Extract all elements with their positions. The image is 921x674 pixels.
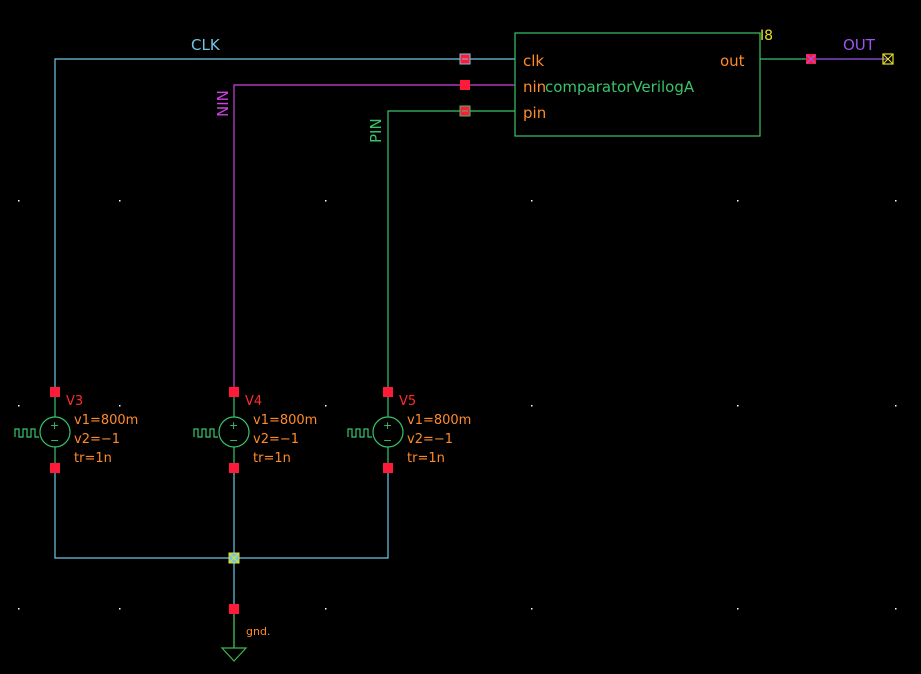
source-v4-tr: tr=1n	[253, 451, 291, 466]
pulse-waveform-icon	[14, 428, 39, 438]
instance-name-label: I8	[760, 28, 773, 44]
source-v5[interactable]: + − V5 v1=800m v2=−1 tr=1n	[347, 387, 471, 473]
source-v3-plus-sign: +	[50, 419, 59, 432]
out-terminal[interactable]	[882, 53, 894, 65]
source-v5-plus-sign: +	[383, 419, 392, 432]
source-v4-plus-sign: +	[229, 419, 238, 432]
grid-dot	[895, 200, 897, 202]
grid-dot	[895, 608, 897, 610]
grid-dot	[895, 405, 897, 407]
grid-dot	[119, 200, 121, 202]
pulse-waveform-icon	[347, 428, 372, 438]
source-v5-v1: v1=800m	[407, 413, 471, 428]
ground-bus-junction[interactable]	[228, 552, 240, 564]
net-clk-wire[interactable]	[54, 58, 515, 392]
ground-bus-wire[interactable]	[54, 468, 389, 648]
source-v3-tr: tr=1n	[74, 451, 112, 466]
grid-dot	[325, 608, 327, 610]
grid-dot	[119, 405, 121, 407]
source-v4-v2: v2=−1	[253, 432, 299, 447]
instance-pin-nin[interactable]	[460, 80, 470, 90]
ground-symbol[interactable]: gnd.	[220, 604, 270, 662]
source-v5-name: V5	[399, 394, 416, 409]
instance-pin-pin[interactable]	[459, 105, 471, 117]
source-v4-minus-sign: −	[229, 434, 238, 447]
net-label-nin: NIN	[214, 90, 232, 117]
net-label-clk: CLK	[191, 36, 221, 54]
grid-dot	[325, 200, 327, 202]
grid-dot	[531, 405, 533, 407]
grid-dots	[18, 200, 897, 610]
source-v4-v1: v1=800m	[253, 413, 317, 428]
grid-dot	[18, 405, 20, 407]
source-v3[interactable]: + − V3 v1=800m v2=−1 tr=1n	[14, 387, 138, 473]
source-v5-tr: tr=1n	[407, 451, 445, 466]
grid-dot	[18, 608, 20, 610]
pin-label-clk: clk	[523, 52, 544, 70]
comparator-instance[interactable]: I8 clk nin comparatorVerilogA pin out	[514, 28, 773, 137]
ground-label: gnd.	[246, 625, 270, 638]
instance-pin-out[interactable]	[806, 54, 816, 64]
source-v4[interactable]: + − V4 v1=800m v2=−1 tr=1n	[193, 387, 317, 473]
cell-name-label: comparatorVerilogA	[545, 78, 695, 96]
source-v5-v2: v2=−1	[407, 432, 453, 447]
net-nin-wire[interactable]	[233, 84, 515, 392]
pulse-waveform-icon	[193, 428, 218, 438]
net-pin-wire[interactable]	[387, 110, 515, 392]
grid-dot	[119, 608, 121, 610]
net-label-pin: PIN	[367, 118, 385, 143]
source-v4-name: V4	[245, 394, 262, 409]
pin-label-pin: pin	[523, 104, 546, 122]
source-v3-v1: v1=800m	[74, 413, 138, 428]
grid-dot	[737, 608, 739, 610]
source-v3-v2: v2=−1	[74, 432, 120, 447]
source-v3-minus-sign: −	[50, 434, 59, 447]
grid-dot	[325, 405, 327, 407]
pin-label-out: out	[720, 52, 745, 70]
grid-dot	[18, 200, 20, 202]
source-v3-name: V3	[66, 394, 83, 409]
instance-pin-clk[interactable]	[459, 53, 471, 65]
net-label-out: OUT	[843, 36, 876, 54]
source-v5-minus-sign: −	[383, 434, 392, 447]
pin-label-nin: nin	[523, 78, 546, 96]
grid-dot	[531, 608, 533, 610]
grid-dot	[737, 200, 739, 202]
grid-dot	[737, 405, 739, 407]
grid-dot	[531, 200, 533, 202]
